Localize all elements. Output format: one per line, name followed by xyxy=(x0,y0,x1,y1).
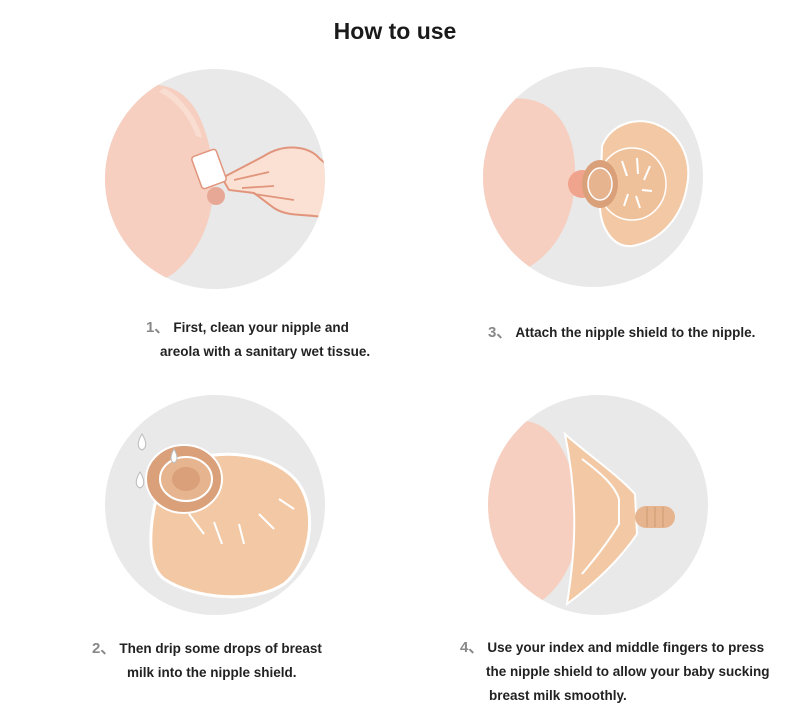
step-2-line-2: milk into the nipple shield. xyxy=(127,665,297,680)
step-2-text: 2、Then drip some drops of breast milk in… xyxy=(92,637,322,685)
step-3-text: 3、Attach the nipple shield to the nipple… xyxy=(488,321,755,345)
step-1-line-1: First, clean your nipple and xyxy=(173,320,349,335)
step-4-text: 4、Use your index and middle fingers to p… xyxy=(460,636,770,708)
step-4-number: 4、 xyxy=(460,639,484,656)
step-4-line-3: breast milk smoothly. xyxy=(489,688,627,703)
step-2-line-1: Then drip some drops of breast xyxy=(119,641,322,656)
step-1-line-2: areola with a sanitary wet tissue. xyxy=(160,344,371,359)
step-4-line-2: the nipple shield to allow your baby suc… xyxy=(486,664,770,679)
step-1-number: 1、 xyxy=(146,319,170,336)
illustration-step-3 xyxy=(483,67,703,287)
step-3-number: 3、 xyxy=(488,324,512,341)
step-2-number: 2、 xyxy=(92,640,116,657)
page-title: How to use xyxy=(333,18,457,44)
step-3-line-1: Attach the nipple shield to the nipple. xyxy=(515,325,756,340)
illustration-step-2 xyxy=(105,395,325,615)
illustration-step-1 xyxy=(105,69,325,289)
step-4-line-1: Use your index and middle fingers to pre… xyxy=(487,640,765,655)
illustration-step-4 xyxy=(488,395,708,615)
step-1-text: 1、First, clean your nipple and areola wi… xyxy=(146,316,370,364)
